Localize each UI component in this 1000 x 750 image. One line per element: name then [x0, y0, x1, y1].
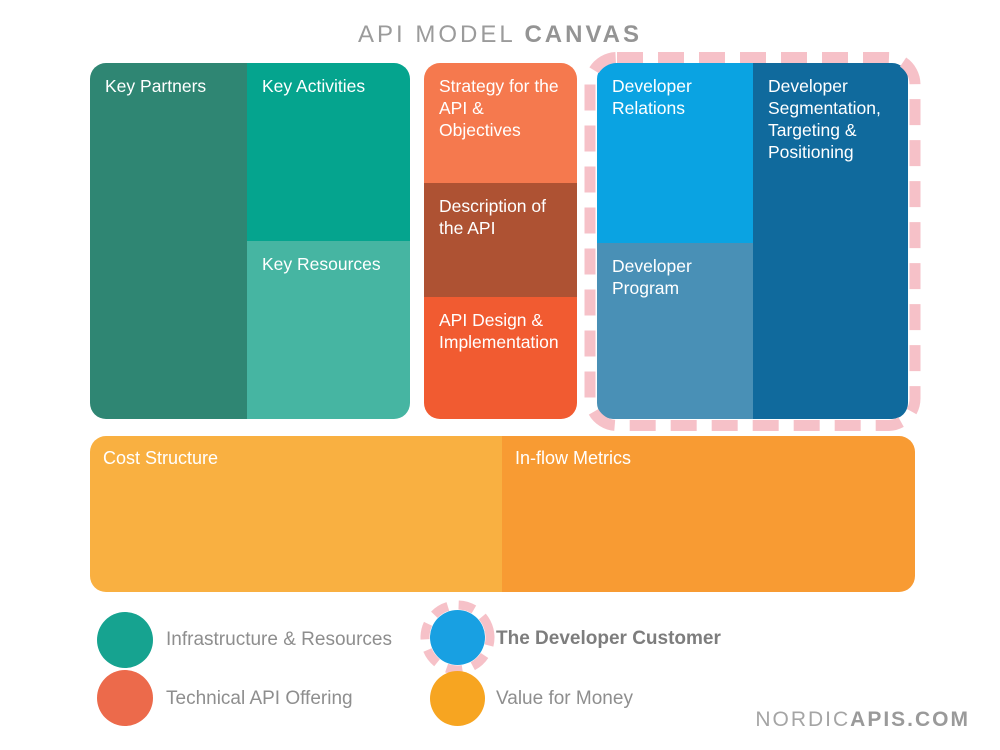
- block-description: Description of the API: [424, 183, 577, 297]
- bottom-bar-group: Cost Structure In-flow Metrics: [90, 436, 915, 592]
- block-key-resources-label: Key Resources: [262, 254, 381, 274]
- block-developer-program: Developer Program: [597, 243, 753, 419]
- technical-api-offering-group: Strategy for the API & Objectives Descri…: [424, 63, 577, 419]
- legend-dot-developer-customer: [430, 610, 485, 665]
- block-developer-relations-label: Developer Relations: [612, 76, 692, 118]
- block-cost-structure-label: Cost Structure: [103, 448, 219, 468]
- page-title-light: API MODEL: [357, 21, 525, 48]
- page-title-bold: CANVAS: [524, 21, 643, 48]
- block-key-resources: Key Resources: [247, 241, 410, 419]
- block-key-partners-label: Key Partners: [105, 76, 207, 96]
- legend-label-technical: Technical API Offering: [166, 688, 353, 709]
- block-inflow-metrics: In-flow Metrics: [502, 436, 915, 592]
- infrastructure-right-column: Key Activities Key Resources: [247, 63, 410, 419]
- block-developer-program-label: Developer Program: [612, 256, 692, 298]
- block-inflow-metrics-label: In-flow Metrics: [515, 448, 632, 468]
- infrastructure-resources-group: Key Partners Key Activities Key Resource…: [90, 63, 410, 419]
- legend-label-value-for-money: Value for Money: [496, 688, 633, 709]
- legend-dot-technical: [97, 670, 153, 726]
- block-api-design: API Design & Implementation: [424, 297, 577, 419]
- page-title: API MODEL CANVAS: [0, 21, 1000, 49]
- legend-label-developer-customer: The Developer Customer: [496, 628, 721, 649]
- block-developer-relations: Developer Relations: [597, 63, 753, 243]
- block-description-label: Description of the API: [439, 196, 546, 238]
- brand-nordicapis: NORDICAPIS.COM: [755, 708, 970, 732]
- developer-customer-group: Developer Relations Developer Program De…: [597, 63, 908, 419]
- block-strategy: Strategy for the API & Objectives: [424, 63, 577, 183]
- legend-dot-infrastructure: [97, 612, 153, 668]
- block-api-design-label: API Design & Implementation: [439, 310, 559, 352]
- block-developer-segmentation-label: Developer Segmentation, Targeting & Posi…: [768, 76, 881, 162]
- brand-bold: APIS.COM: [850, 708, 970, 731]
- block-strategy-label: Strategy for the API & Objectives: [439, 76, 559, 140]
- developer-left-column: Developer Relations Developer Program: [597, 63, 753, 419]
- legend-label-infrastructure: Infrastructure & Resources: [166, 629, 392, 650]
- block-key-activities: Key Activities: [247, 63, 410, 241]
- legend-dot-value-for-money: [430, 671, 485, 726]
- block-cost-structure: Cost Structure: [90, 436, 502, 592]
- brand-light: NORDIC: [755, 708, 851, 731]
- block-key-activities-label: Key Activities: [262, 76, 366, 96]
- block-key-partners: Key Partners: [90, 63, 247, 419]
- block-developer-segmentation: Developer Segmentation, Targeting & Posi…: [753, 63, 908, 419]
